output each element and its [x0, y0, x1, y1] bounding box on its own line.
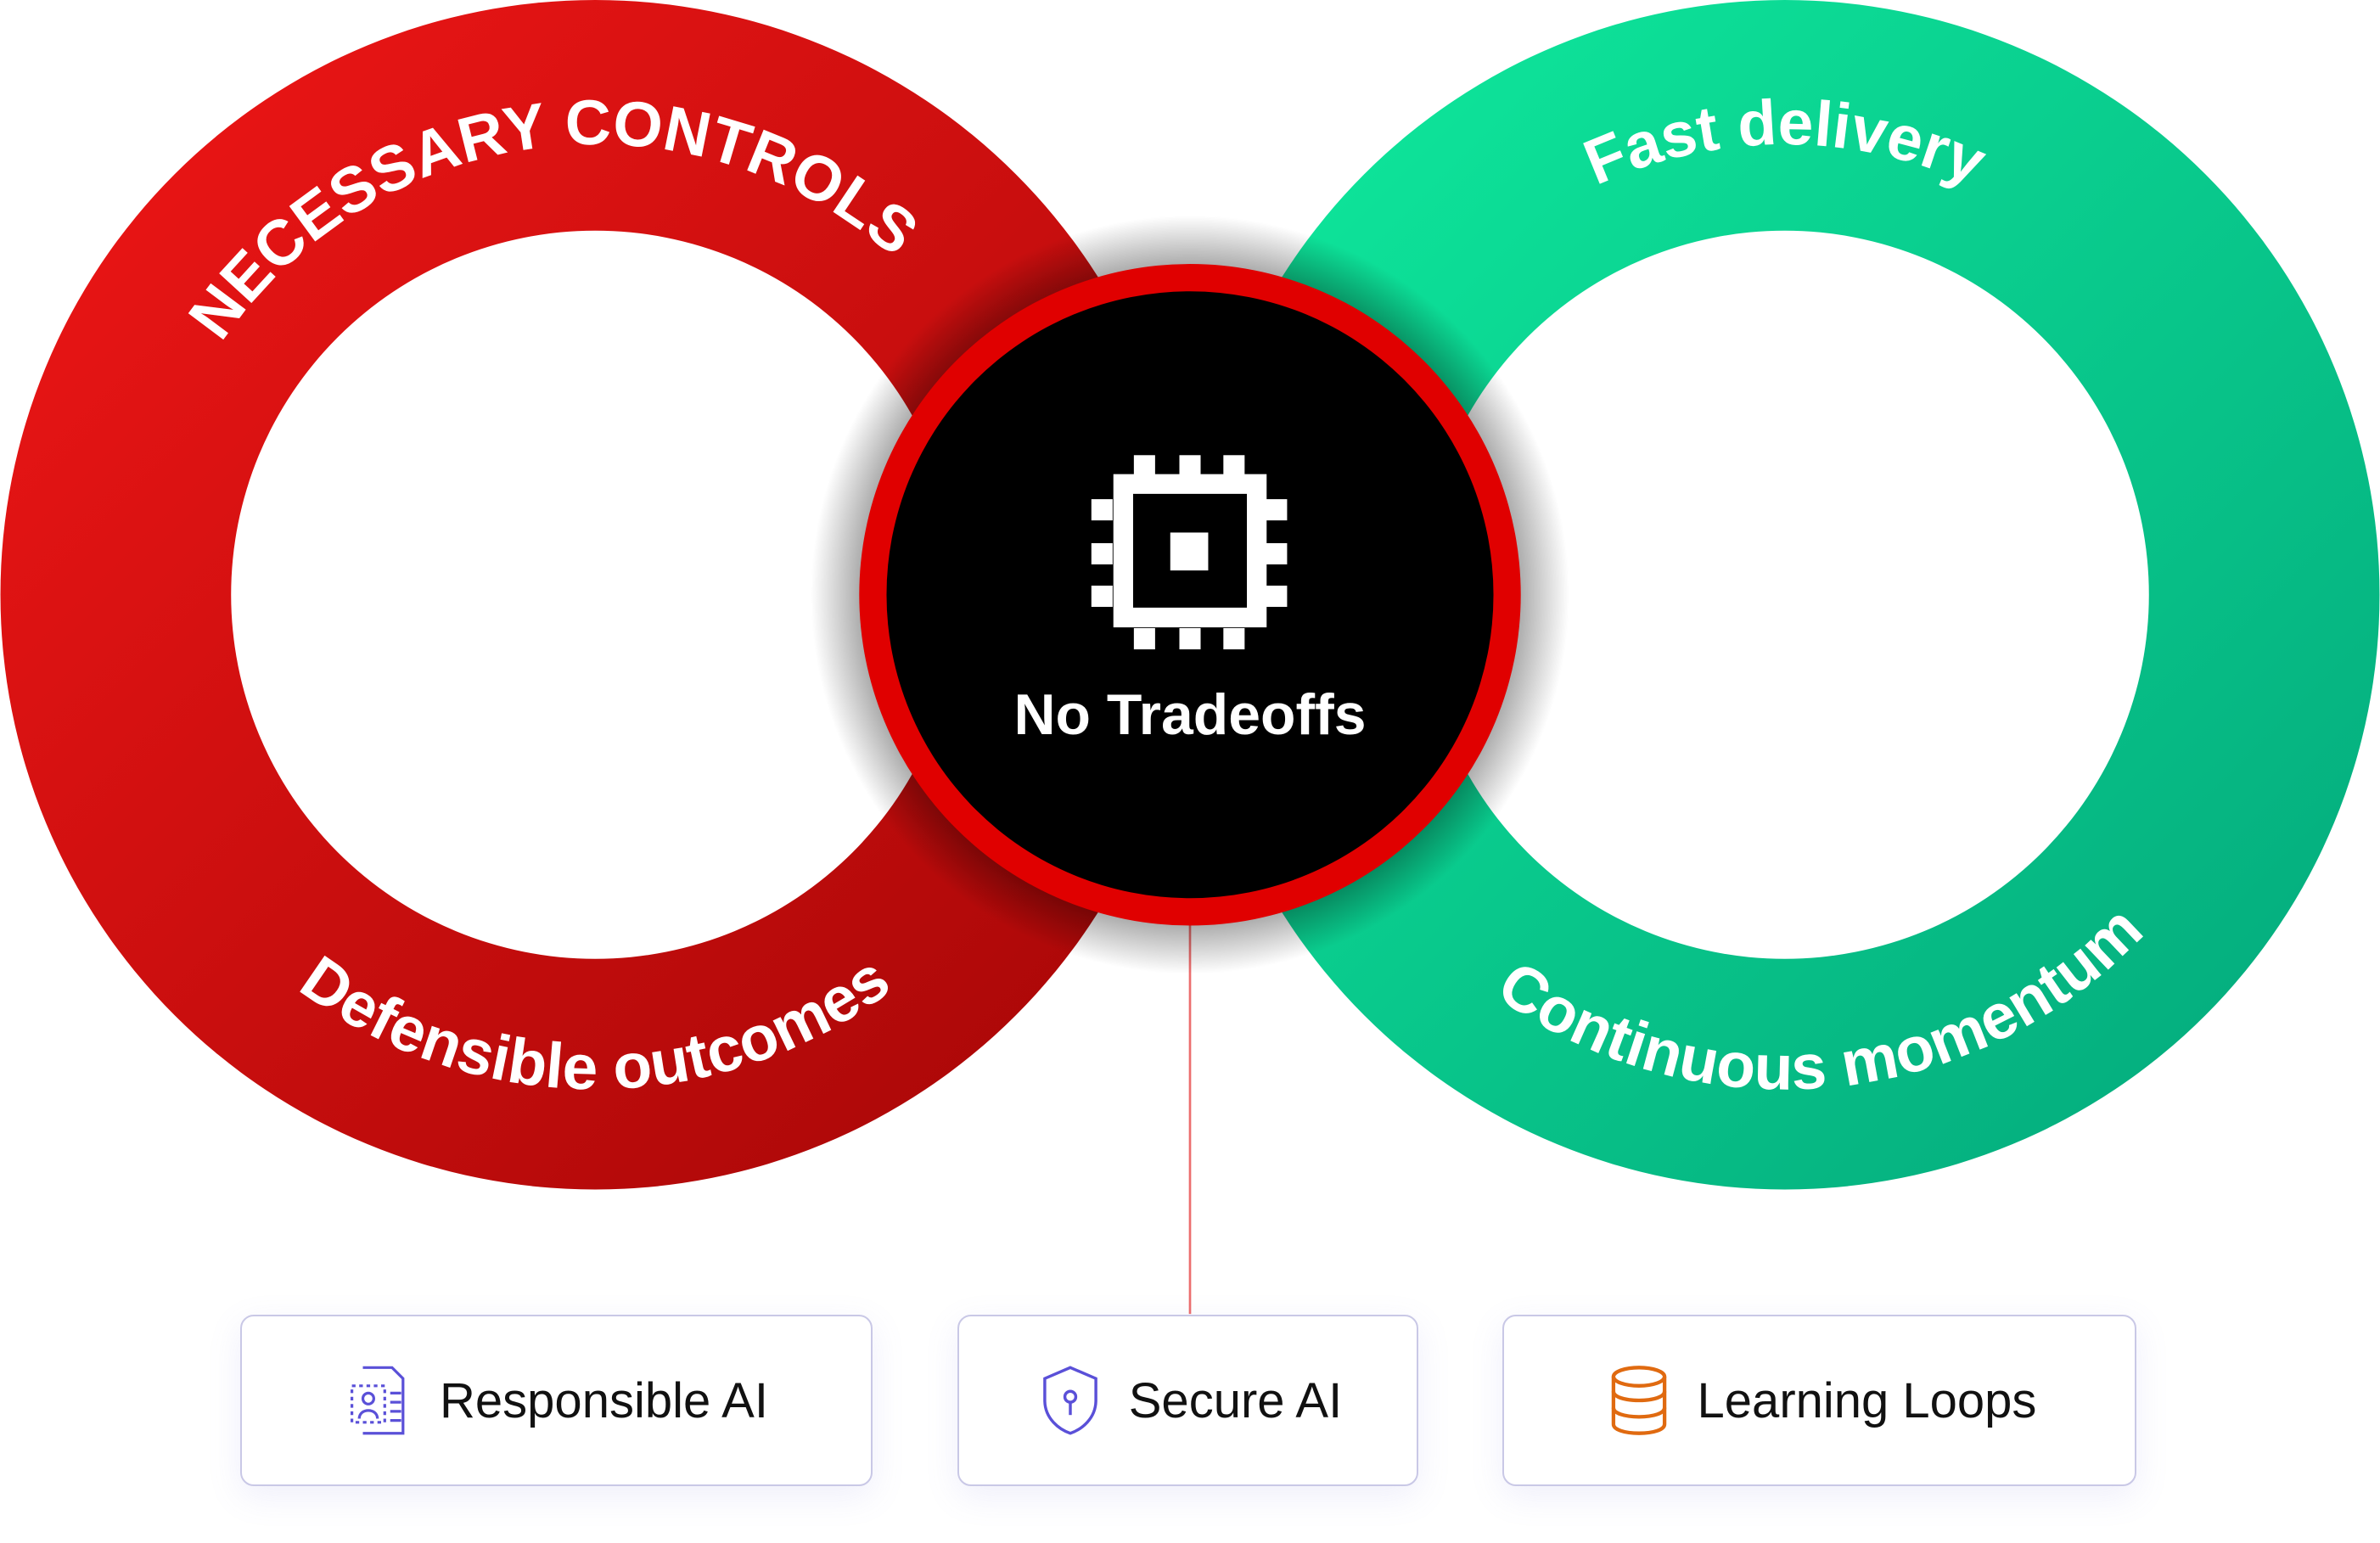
card-label: Secure AI	[1128, 1372, 1343, 1428]
chip-icon	[1091, 455, 1288, 650]
shield-keyhole-icon	[1042, 1366, 1097, 1435]
database-stack-icon	[1611, 1366, 1666, 1435]
right-ring	[1190, 0, 2380, 1190]
center-disc	[886, 291, 1494, 899]
card-label: Responsible AI	[440, 1372, 768, 1428]
left-ring	[0, 0, 1190, 1190]
card-secure-ai[interactable]: Secure AI	[957, 1315, 1418, 1486]
card-responsible-ai[interactable]: Responsible AI	[240, 1315, 873, 1486]
card-label: Learning Loops	[1697, 1372, 2037, 1428]
center-title: No Tradeoffs	[1013, 683, 1366, 747]
card-learning-loops[interactable]: Learning Loops	[1502, 1315, 2136, 1486]
document-user-icon	[351, 1366, 405, 1435]
